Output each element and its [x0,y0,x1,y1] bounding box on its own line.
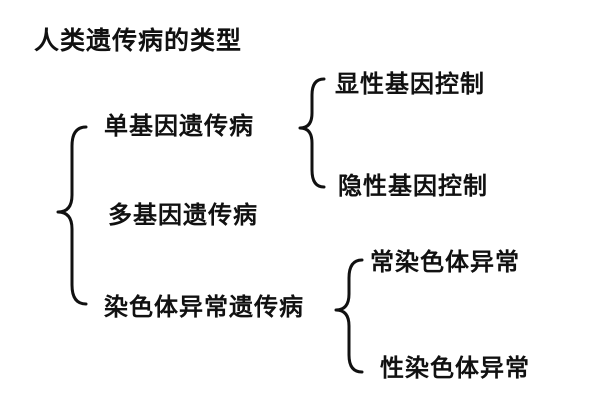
category-multi-gene: 多基因遗传病 [108,201,258,229]
main-brace [56,125,88,306]
diagram-title: 人类遗传病的类型 [34,26,243,55]
category-single-gene: 单基因遗传病 [104,112,254,140]
single-gene-brace [298,77,326,189]
subtype-recessive-gene: 隐性基因控制 [338,172,488,200]
category-chromosomal: 染色体异常遗传病 [104,293,304,321]
chromosomal-brace [334,258,364,374]
subtype-autosomal: 常染色体异常 [370,248,520,276]
subtype-sex-chromosome: 性染色体异常 [380,354,530,382]
subtype-dominant-gene: 显性基因控制 [335,70,485,98]
